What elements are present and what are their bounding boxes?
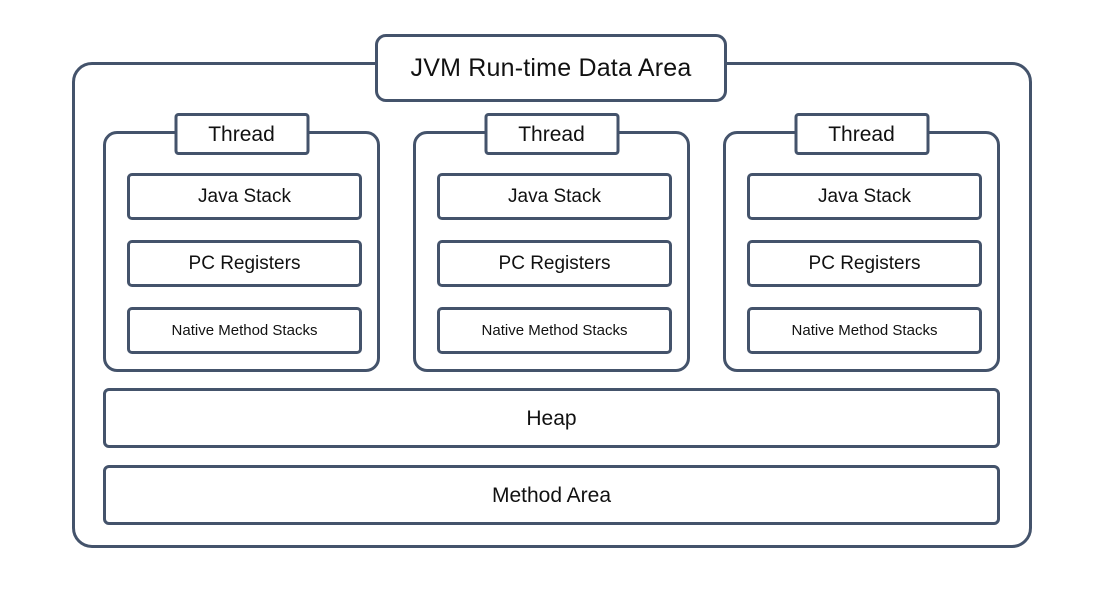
native-method-stacks-box-1: Native Method Stacks: [127, 307, 362, 354]
native-method-stacks-label-3: Native Method Stacks: [791, 322, 938, 339]
thread-label-1: Thread: [208, 122, 275, 146]
thread-label-box-1: Thread: [174, 113, 309, 155]
heap-label: Heap: [526, 406, 577, 430]
java-stack-box-2: Java Stack: [437, 173, 672, 220]
thread-label-3: Thread: [828, 122, 895, 146]
pc-registers-box-1: PC Registers: [127, 240, 362, 287]
pc-registers-label-3: PC Registers: [808, 253, 921, 274]
native-method-stacks-box-3: Native Method Stacks: [747, 307, 982, 354]
heap-box: Heap: [103, 388, 1000, 448]
thread-label-2: Thread: [518, 122, 585, 146]
method-area-label: Method Area: [491, 483, 612, 507]
java-stack-box-1: Java Stack: [127, 173, 362, 220]
native-method-stacks-box-2: Native Method Stacks: [437, 307, 672, 354]
java-stack-label-2: Java Stack: [508, 186, 601, 207]
java-stack-box-3: Java Stack: [747, 173, 982, 220]
pc-registers-label-1: PC Registers: [188, 253, 301, 274]
native-method-stacks-label-1: Native Method Stacks: [171, 322, 318, 339]
thread-container-3: Thread Java Stack PC Registers Native Me…: [723, 113, 1000, 372]
thread-label-box-3: Thread: [794, 113, 929, 155]
java-stack-label-1: Java Stack: [198, 186, 291, 207]
pc-registers-box-3: PC Registers: [747, 240, 982, 287]
page-title: JVM Run-time Data Area: [410, 53, 692, 82]
java-stack-label-3: Java Stack: [818, 186, 911, 207]
thread-label-box-2: Thread: [484, 113, 619, 155]
pc-registers-box-2: PC Registers: [437, 240, 672, 287]
native-method-stacks-label-2: Native Method Stacks: [481, 322, 628, 339]
pc-registers-label-2: PC Registers: [498, 253, 611, 274]
thread-container-1: Thread Java Stack PC Registers Native Me…: [103, 113, 380, 372]
thread-container-2: Thread Java Stack PC Registers Native Me…: [413, 113, 690, 372]
diagram-title-box: JVM Run-time Data Area: [375, 34, 727, 102]
method-area-box: Method Area: [103, 465, 1000, 525]
